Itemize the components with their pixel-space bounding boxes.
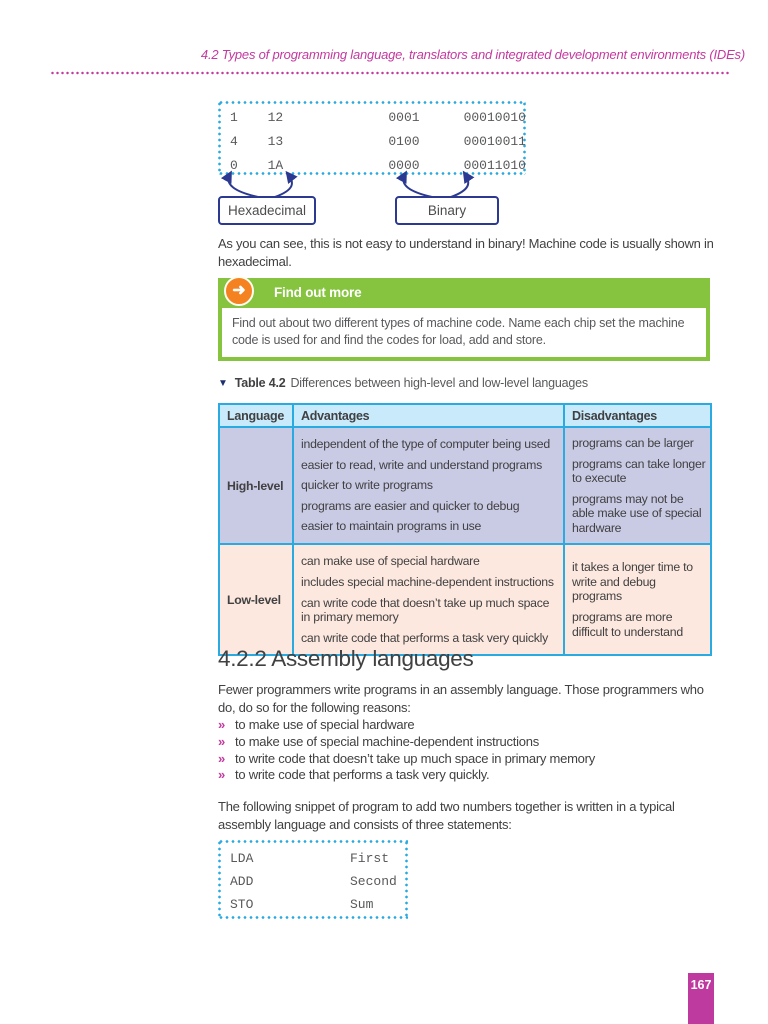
hex-operand: 13 xyxy=(267,134,284,149)
list-item-text: to write code that doesn’t take up much … xyxy=(235,750,595,766)
find-out-more-title: Find out more xyxy=(274,285,362,300)
disadvantages-cell: programs can be larger programs can take… xyxy=(563,426,712,545)
binary-op: 0100 xyxy=(388,134,420,149)
list-item-text: to write code that performs a task very … xyxy=(235,767,490,783)
find-out-more-callout: ➜ Find out more Find out about two diffe… xyxy=(218,276,710,361)
disadvantage-item: it takes a longer time to write and debu… xyxy=(572,560,693,603)
arrow-right-icon: ➜ xyxy=(224,276,254,306)
list-item: » to make use of special machine-depende… xyxy=(218,734,718,751)
running-head: 4.2 Types of programming language, trans… xyxy=(200,47,745,62)
list-item: » to write code that performs a task ver… xyxy=(218,767,718,784)
list-item: » to write code that doesn’t take up muc… xyxy=(218,751,718,768)
language-cell: Low-level xyxy=(218,543,294,656)
table-row-high-level: High-level independent of the type of co… xyxy=(218,426,712,545)
list-item-text: to make use of special hardware xyxy=(235,717,415,732)
bullet-chevron-icon: » xyxy=(218,717,225,732)
column-header-disadvantages: Disadvantages xyxy=(563,403,712,428)
operand: First xyxy=(350,851,390,866)
bullet-chevron-icon: » xyxy=(218,767,225,783)
opcode: ADD xyxy=(230,874,254,889)
disadvantage-item: programs are more difficult to understan… xyxy=(572,610,683,639)
advantages-cell: can make use of special hardware include… xyxy=(292,543,565,656)
hex-operand: 12 xyxy=(267,110,284,125)
section-intro-paragraph: Fewer programmers write programs in an a… xyxy=(218,682,704,715)
column-header-language: Language xyxy=(218,403,294,428)
advantage-item: includes special machine-dependent instr… xyxy=(301,574,554,589)
language-cell: High-level xyxy=(218,426,294,545)
binary-label: Binary xyxy=(395,196,499,225)
disadvantages-cell: it takes a longer time to write and debu… xyxy=(563,543,712,656)
advantage-item: easier to maintain programs in use xyxy=(301,519,482,534)
bullet-chevron-icon: » xyxy=(218,750,225,766)
hex-operand: 1A xyxy=(267,158,284,173)
table-caption-text: Differences between high-level and low-l… xyxy=(290,376,588,390)
page-number-badge: 167 xyxy=(688,973,714,1024)
curved-arrows xyxy=(220,170,475,198)
dotted-rule xyxy=(50,71,731,75)
machine-code-figure: 1 12 0001 00010010 4 13 0100 00010011 0 … xyxy=(218,101,526,175)
operand: Sum xyxy=(350,897,374,912)
advantages-cell: independent of the type of computer bein… xyxy=(292,426,565,545)
disadvantage-item: programs can be larger xyxy=(572,436,694,450)
machine-code-row: 0 1A 0000 00011010 xyxy=(230,154,526,178)
hex-op: 4 xyxy=(230,134,238,149)
advantage-item: can write code that performs a task very… xyxy=(301,631,549,645)
advantage-item: quicker to write programs xyxy=(301,478,433,493)
list-item: » to make use of special hardware xyxy=(218,717,718,734)
hex-op: 1 xyxy=(230,110,238,125)
disadvantage-item: programs can take longer to execute xyxy=(572,456,706,486)
triangle-down-icon: ▼ xyxy=(218,378,228,389)
assembly-row: ADD Second xyxy=(230,870,408,893)
machine-code-row: 4 13 0100 00010011 xyxy=(230,130,526,154)
table-row-low-level: Low-level can make use of special hardwa… xyxy=(218,543,712,656)
binary-op: 0000 xyxy=(388,158,420,173)
column-header-advantages: Advantages xyxy=(292,403,565,428)
advantage-item: programs are easier and quicker to debug xyxy=(301,498,520,513)
advantage-item: can write code that doesn’t take up much… xyxy=(301,595,550,625)
binary-op: 0001 xyxy=(388,110,420,125)
assembly-row: STO Sum xyxy=(230,893,408,916)
advantage-item: independent of the type of computer bein… xyxy=(301,437,550,452)
binary-operand: 00010011 xyxy=(463,134,526,149)
hex-op: 0 xyxy=(230,158,238,173)
bullet-chevron-icon: » xyxy=(218,733,225,749)
table-caption-label: Table 4.2 xyxy=(234,376,286,390)
opcode: LDA xyxy=(230,851,254,866)
advantage-item: can make use of special hardware xyxy=(301,553,480,568)
snippet-intro-paragraph: The following snippet of program to add … xyxy=(218,799,675,832)
find-out-more-header: ➜ Find out more xyxy=(218,276,710,308)
list-item-text: to make use of special machine-dependent… xyxy=(235,733,539,749)
section-heading: 4.2.2 Assembly languages xyxy=(218,646,474,671)
operand: Second xyxy=(350,874,397,889)
machine-code-row: 1 12 0001 00010010 xyxy=(230,106,526,130)
binary-operand: 00011010 xyxy=(463,158,526,173)
advantage-item: easier to read, write and understand pro… xyxy=(301,457,542,472)
hexadecimal-label: Hexadecimal xyxy=(218,196,316,225)
reasons-list: » to make use of special hardware » to m… xyxy=(218,717,718,784)
opcode: STO xyxy=(230,897,254,912)
assembly-snippet-figure: LDA First ADD Second STO Sum xyxy=(218,840,408,919)
language-comparison-table: Language Advantages Disadvantages High-l… xyxy=(218,403,712,656)
binary-operand: 00010010 xyxy=(463,110,526,125)
disadvantage-item: programs may not be able make use of spe… xyxy=(572,491,702,535)
table-header-row: Language Advantages Disadvantages xyxy=(218,403,712,428)
assembly-row: LDA First xyxy=(230,847,408,870)
intro-paragraph: As you can see, this is not easy to unde… xyxy=(218,236,714,269)
find-out-more-body: Find out about two different types of ma… xyxy=(222,308,706,357)
table-caption: ▼ Table 4.2 Differences between high-level… xyxy=(218,376,718,390)
